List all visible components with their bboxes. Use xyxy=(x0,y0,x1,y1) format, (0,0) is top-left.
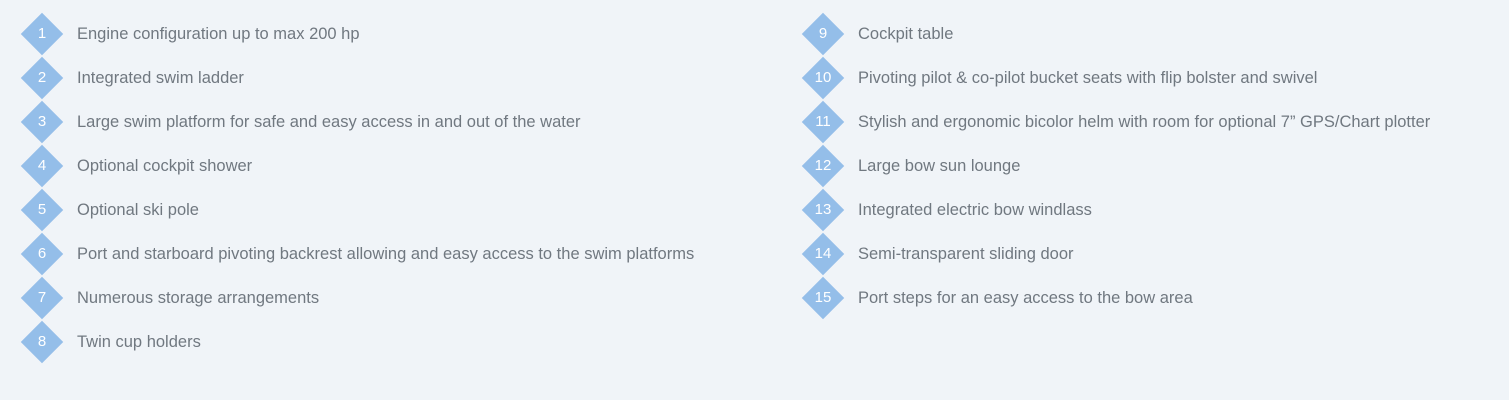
feature-number: 8 xyxy=(37,333,47,350)
feature-item: 13 Integrated electric bow windlass xyxy=(801,188,1501,232)
diamond-number-icon: 1 xyxy=(20,12,64,56)
feature-label: Numerous storage arrangements xyxy=(77,289,320,307)
feature-label: Large bow sun lounge xyxy=(858,157,1021,175)
diamond-number-icon: 15 xyxy=(801,276,845,320)
feature-number: 12 xyxy=(814,157,832,174)
diamond-number-icon: 12 xyxy=(801,144,845,188)
feature-label: Optional ski pole xyxy=(77,201,199,219)
feature-number: 13 xyxy=(814,201,832,218)
feature-label: Engine configuration up to max 200 hp xyxy=(77,25,360,43)
feature-item: 3 Large swim platform for safe and easy … xyxy=(20,100,780,144)
diamond-number-icon: 5 xyxy=(20,188,64,232)
diamond-number-icon: 7 xyxy=(20,276,64,320)
feature-column-right: 9 Cockpit table 10 Pivoting pilot & co-p… xyxy=(801,12,1501,320)
feature-item: 1 Engine configuration up to max 200 hp xyxy=(20,12,780,56)
feature-item: 10 Pivoting pilot & co-pilot bucket seat… xyxy=(801,56,1501,100)
feature-number: 10 xyxy=(814,69,832,86)
feature-item: 7 Numerous storage arrangements xyxy=(20,276,780,320)
feature-item: 11 Stylish and ergonomic bicolor helm wi… xyxy=(801,100,1501,144)
feature-label: Stylish and ergonomic bicolor helm with … xyxy=(858,113,1431,131)
diamond-number-icon: 2 xyxy=(20,56,64,100)
feature-item: 4 Optional cockpit shower xyxy=(20,144,780,188)
feature-label: Cockpit table xyxy=(858,25,954,43)
feature-label: Integrated electric bow windlass xyxy=(858,201,1092,219)
feature-number: 2 xyxy=(37,69,47,86)
feature-label: Optional cockpit shower xyxy=(77,157,253,175)
feature-list: 1 Engine configuration up to max 200 hp … xyxy=(0,12,1509,400)
feature-item: 8 Twin cup holders xyxy=(20,320,780,364)
diamond-number-icon: 11 xyxy=(801,100,845,144)
feature-number: 7 xyxy=(37,289,47,306)
diamond-number-icon: 3 xyxy=(20,100,64,144)
feature-number: 3 xyxy=(37,113,47,130)
feature-item: 5 Optional ski pole xyxy=(20,188,780,232)
feature-number: 15 xyxy=(814,289,832,306)
diamond-number-icon: 13 xyxy=(801,188,845,232)
feature-column-left: 1 Engine configuration up to max 200 hp … xyxy=(20,12,780,364)
feature-item: 12 Large bow sun lounge xyxy=(801,144,1501,188)
diamond-number-icon: 6 xyxy=(20,232,64,276)
feature-number: 1 xyxy=(37,25,47,42)
diamond-number-icon: 10 xyxy=(801,56,845,100)
feature-item: 15 Port steps for an easy access to the … xyxy=(801,276,1501,320)
feature-number: 9 xyxy=(818,25,828,42)
feature-number: 14 xyxy=(814,245,832,262)
feature-label: Twin cup holders xyxy=(77,333,201,351)
feature-label: Pivoting pilot & co-pilot bucket seats w… xyxy=(858,69,1318,87)
feature-number: 4 xyxy=(37,157,47,174)
diamond-number-icon: 4 xyxy=(20,144,64,188)
feature-label: Port steps for an easy access to the bow… xyxy=(858,289,1193,307)
diamond-number-icon: 14 xyxy=(801,232,845,276)
feature-item: 6 Port and starboard pivoting backrest a… xyxy=(20,232,780,276)
feature-item: 9 Cockpit table xyxy=(801,12,1501,56)
feature-item: 2 Integrated swim ladder xyxy=(20,56,780,100)
diamond-number-icon: 8 xyxy=(20,320,64,364)
feature-number: 5 xyxy=(37,201,47,218)
feature-label: Large swim platform for safe and easy ac… xyxy=(77,113,581,131)
feature-item: 14 Semi-transparent sliding door xyxy=(801,232,1501,276)
feature-number: 6 xyxy=(37,245,47,262)
feature-label: Port and starboard pivoting backrest all… xyxy=(77,245,695,263)
diamond-number-icon: 9 xyxy=(801,12,845,56)
feature-number: 11 xyxy=(815,113,831,130)
feature-label: Semi-transparent sliding door xyxy=(858,245,1074,263)
feature-label: Integrated swim ladder xyxy=(77,69,244,87)
